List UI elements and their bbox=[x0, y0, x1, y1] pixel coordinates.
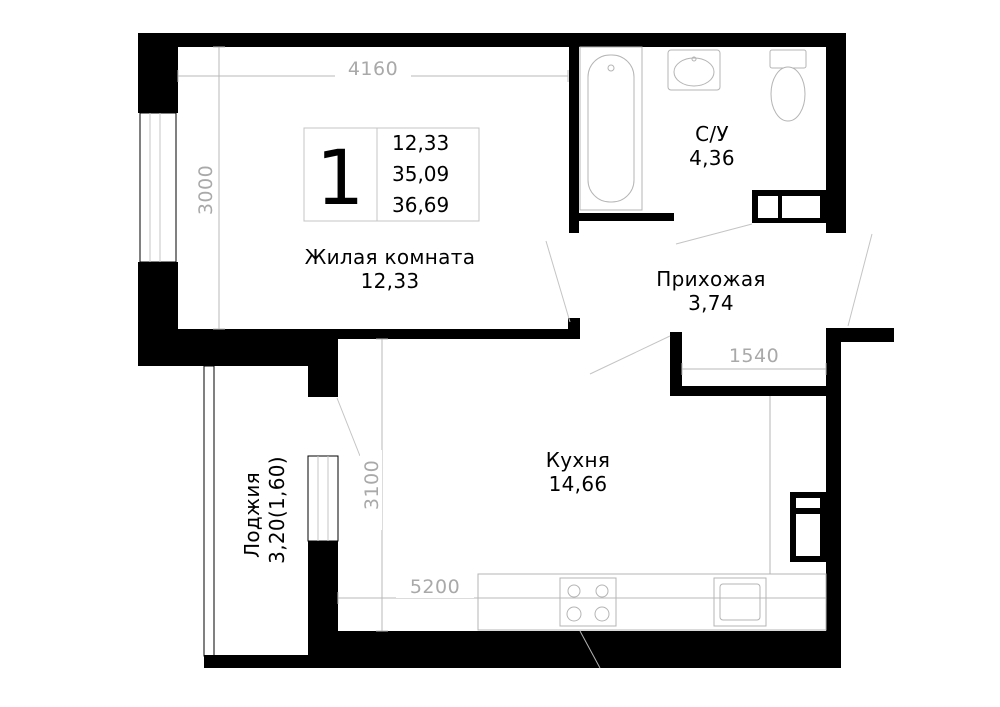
living-room-name: Жилая комната bbox=[305, 245, 476, 269]
dim-kitchen-width: 5200 bbox=[410, 576, 460, 598]
dim-living-width: 4160 bbox=[348, 58, 398, 80]
wall-top bbox=[138, 33, 846, 47]
kitchen-counter bbox=[477, 573, 827, 631]
kitchen-fixtures bbox=[477, 396, 827, 669]
wall-kitchen-left-upper bbox=[308, 339, 338, 397]
area-with-loggia: 36,69 bbox=[392, 193, 449, 217]
apartment-info-box: 1 12,33 35,09 36,69 bbox=[303, 127, 480, 222]
room-labels: Жилая комната 12,33 С/У 4,36 Прихожая 3,… bbox=[240, 122, 766, 564]
loggia-railing bbox=[203, 365, 215, 657]
bathroom-area: 4,36 bbox=[689, 146, 735, 170]
area-total: 35,09 bbox=[392, 162, 449, 186]
hallway-area: 3,74 bbox=[688, 291, 734, 315]
living-room-area: 12,33 bbox=[361, 269, 420, 293]
wall-niche-left bbox=[670, 332, 682, 396]
wall-right-stub bbox=[826, 328, 894, 342]
stove bbox=[559, 577, 617, 627]
door-swings bbox=[336, 223, 873, 457]
wall-loggia-top bbox=[138, 339, 338, 366]
kitchen-name: Кухня bbox=[546, 448, 610, 472]
toilet-tank bbox=[769, 49, 807, 69]
bathroom-name: С/У bbox=[695, 122, 729, 146]
wall-right bbox=[826, 328, 841, 668]
wall-living-door-stub bbox=[568, 318, 580, 339]
rooms-count: 1 bbox=[316, 133, 364, 222]
loggia-area: 3,20(1,60) bbox=[265, 456, 289, 564]
bathroom-fixtures bbox=[579, 46, 826, 223]
loggia-name: Лоджия bbox=[240, 472, 264, 558]
kitchen-area: 14,66 bbox=[549, 472, 608, 496]
living-window bbox=[139, 112, 177, 263]
wall-bath-bottom bbox=[569, 213, 674, 221]
kitchen-sink bbox=[713, 577, 767, 627]
dim-hallway-width: 1540 bbox=[729, 345, 779, 367]
wall-bottom bbox=[308, 631, 841, 668]
wall-bath-left bbox=[569, 33, 579, 233]
wall-kitchen-left-lower bbox=[308, 541, 338, 641]
area-living: 12,33 bbox=[392, 131, 449, 155]
toilet-bowl bbox=[770, 66, 806, 122]
loggia-window bbox=[307, 455, 339, 542]
wall-niche-bottom bbox=[670, 386, 830, 396]
wall-bath-right bbox=[826, 33, 846, 233]
wall-living-bottom bbox=[138, 329, 580, 339]
bathtub bbox=[579, 46, 643, 211]
wall-left-upper bbox=[138, 33, 178, 113]
walls bbox=[138, 33, 894, 668]
dim-kitchen-depth: 3100 bbox=[361, 460, 383, 510]
sink bbox=[667, 49, 721, 91]
dim-living-depth: 3000 bbox=[195, 165, 217, 215]
hallway-name: Прихожая bbox=[656, 267, 766, 291]
wall-loggia-bottom bbox=[204, 655, 314, 668]
